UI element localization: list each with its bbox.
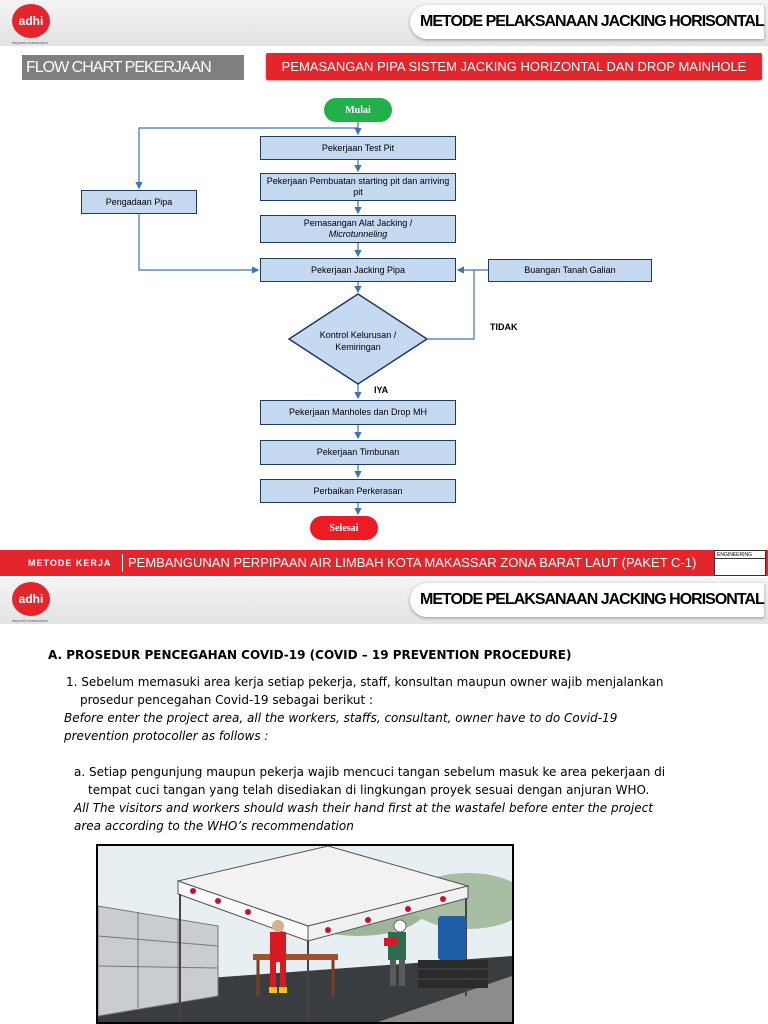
footer-bar: METODE KERJA PEMBANGUNAN PERPIPAAN AIR L… [0, 550, 768, 576]
decision-kontrol: Kontrol Kelurusan / Kemiringan [319, 330, 397, 352]
item-1-line1: 1. Sebelum memasuki area kerja setiap pe… [66, 675, 664, 689]
item-1-line2: prosedur pencegahan Covid-19 sebagai ber… [80, 693, 374, 707]
item-a-line1: a. Setiap pengunjung maupun pekerja waji… [74, 765, 666, 779]
flowchart-connectors [135, 122, 488, 516]
footer-engineering-rule [715, 558, 765, 559]
logo-tagline: beyond construction [12, 40, 48, 45]
step-pengadaan-pipa: Pengadaan Pipa [81, 190, 197, 214]
company-logo: adhi beyond construction [12, 4, 52, 45]
section-heading: A. PROSEDUR PENCEGAHAN COVID-19 (COVID –… [48, 648, 572, 662]
step-test-pit: Pekerjaan Test Pit [260, 136, 456, 160]
step-alat-jacking-line2: Microtunneling [328, 229, 388, 239]
item-a-line2: tempat cuci tangan yang telah disediakan… [88, 783, 650, 797]
start-terminal: Mulai [324, 98, 392, 122]
footer-engineering-box: ENGINEERING [714, 550, 766, 576]
connector-kontrol-loop [428, 270, 475, 340]
handwash-illustration [96, 844, 514, 1024]
logo-mark: adhi [12, 4, 50, 38]
footer-project: PEMBANGUNAN PERPIPAAN AIR LIMBAH KOTA MA… [128, 555, 697, 570]
step-starting-pit: Pekerjaan Pembuatan starting pit dan arr… [260, 173, 456, 201]
item-a-en-line2: area according to the WHO’s recommendati… [74, 819, 354, 833]
logo-tagline: beyond construction [12, 618, 48, 623]
step-alat-jacking: Pemasangan Alat Jacking / Microtunneling [260, 215, 456, 243]
decision-diamond [288, 293, 428, 385]
header-title: METODE PELAKSANAAN JACKING HORISONTAL [410, 583, 765, 617]
handwash-scene [98, 846, 512, 1022]
slide-flowchart: adhi beyond construction METODE PELAKSAN… [0, 0, 768, 578]
footer-divider [122, 554, 123, 572]
item-a-en-line1: All The visitors and workers should wash… [74, 801, 653, 815]
step-jacking-pipa: Pekerjaan Jacking Pipa [260, 258, 456, 282]
footer-engineering-label: ENGINEERING [717, 552, 753, 558]
section-banner: PEMASANGAN PIPA SISTEM JACKING HORIZONTA… [266, 53, 762, 80]
connector-pengadaan-jacking [138, 214, 260, 274]
step-alat-jacking-line1: Pemasangan Alat Jacking / [303, 218, 413, 228]
footer-label: METODE KERJA [28, 558, 112, 568]
company-logo: adhi beyond construction [12, 582, 52, 623]
label-tidak: TIDAK [490, 322, 518, 332]
end-terminal: Selesai [310, 516, 378, 540]
logo-mark: adhi [12, 582, 50, 616]
header-title: METODE PELAKSANAAN JACKING HORISONTAL [410, 5, 765, 39]
step-manholes: Pekerjaan Manholes dan Drop MH [260, 400, 456, 425]
step-perkerasan: Perbaikan Perkerasan [260, 479, 456, 503]
step-timbunan: Pekerjaan Timbunan [260, 440, 456, 465]
label-iya: IYA [374, 385, 389, 395]
item-1-en-line1: Before enter the project area, all the w… [64, 711, 618, 725]
slide-covid-procedure: adhi beyond construction METODE PELAKSAN… [0, 578, 768, 1024]
connector-start-pengadaan [135, 127, 358, 190]
section-label: FLOW CHART PEKERJAAN [22, 55, 244, 80]
step-buangan-tanah: Buangan Tanah Galian [488, 259, 652, 282]
item-1-en-line2: prevention protocoller as follows : [64, 729, 269, 743]
